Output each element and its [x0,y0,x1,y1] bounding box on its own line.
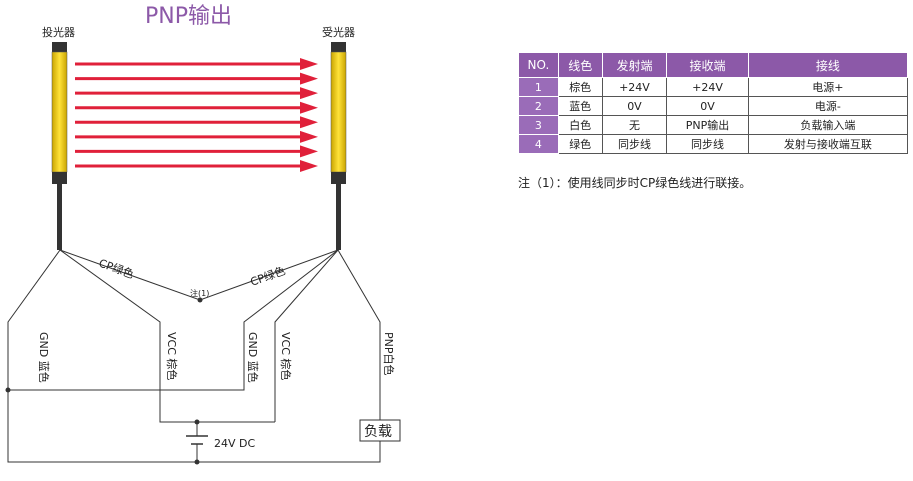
table-cell: 0V [601,96,668,116]
emitter-gnd-wire [7,249,381,463]
beam-arrow-head [300,87,318,100]
table-cell: 负载输入端 [747,115,909,135]
table-row: 4 绿色 同步线 同步线 发射与接收端互联 [518,134,909,154]
table-row: 2 蓝色 0V 0V 电源- [518,96,909,116]
emitter-sensor [51,42,68,250]
table-cell: 电源+ [747,77,909,97]
vcc2-label: VCC 棕色 [279,332,293,380]
table-row: 1 棕色 +24V +24V 电源+ [518,77,909,97]
table-cell: 无 [601,115,668,135]
header-wire-color: 线色 [557,52,603,78]
cp-left-label: CP绿色 [97,256,136,282]
power-label: 24V DC [214,437,255,450]
table-cell: 2 [518,96,559,116]
footnote: 注（1）：使用线同步时CP绿色线进行联接。 [518,176,752,190]
diagram-title: PNP输出 [145,4,232,29]
table-cell: 1 [518,77,559,97]
gnd2-label: GND 蓝色 [246,332,260,383]
table-cell: 棕色 [557,77,603,97]
receiver-vcc-wire [274,249,339,422]
table-cell: PNP输出 [666,115,749,135]
emitter-vcc-wire [59,249,275,423]
pnp-label: PNP白色 [382,332,396,376]
wire-spec-table: NO. 线色 发射端 接收端 接线 1 棕色 +24V +24V 电源+ 2 蓝… [518,52,909,154]
wiring-diagram: PNP输出 投光器 受光器 [5,4,401,465]
load-box [359,419,401,442]
table-cell: +24V [601,77,668,97]
cp-junction [197,297,203,303]
table-cell: 白色 [557,115,603,135]
table-cell: 3 [518,115,559,135]
table-row: 3 白色 无 PNP输出 负载输入端 [518,115,909,135]
table-cell: 绿色 [557,134,603,154]
beam-arrow-head [300,130,318,143]
note-mark: 注(1) [190,288,209,298]
beam-arrow-head [300,72,318,85]
table-cell: 发射与接收端互联 [747,134,909,154]
receiver-gnd-wire [8,249,339,391]
receiver-pnp-wire [337,249,381,420]
header-no: NO. [518,52,559,78]
table-cell: 蓝色 [557,96,603,116]
light-beam-arrows [75,58,318,172]
beam-arrow-head [300,101,318,114]
table-cell: +24V [666,77,749,97]
cp-right-label: CP绿色 [248,263,287,289]
wiring [5,249,381,465]
emitter-label: 投光器 [42,25,75,39]
table-cell: 4 [518,134,559,154]
beam-arrow-head [300,145,318,158]
vcc1-label: VCC 棕色 [165,332,179,380]
receiver-label: 受光器 [322,25,355,39]
table-cell: 同步线 [666,134,749,154]
beam-arrow-head [300,58,318,70]
gnd1-label: GND 蓝色 [37,332,51,383]
table-cell: 电源- [747,96,909,116]
table-cell: 同步线 [601,134,668,154]
header-wiring: 接线 [747,52,909,78]
header-receiver: 接收端 [666,52,749,78]
beam-arrow-head [300,116,318,129]
receiver-sensor [330,42,347,250]
header-emitter: 发射端 [601,52,668,78]
beam-arrow-head [300,160,318,172]
table-cell: 0V [666,96,749,116]
table-header-row: NO. 线色 发射端 接收端 接线 [518,52,909,78]
load-label: 负载 [364,424,392,440]
